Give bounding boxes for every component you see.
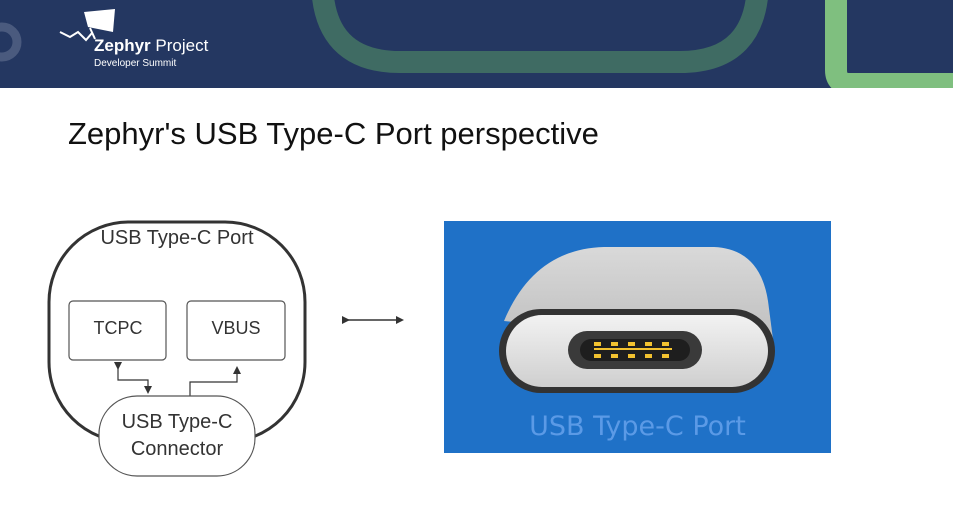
tcpc-connector-arrow — [114, 362, 152, 394]
brand-name-suffix: Project — [150, 36, 209, 55]
port-label: USB Type-C Port — [100, 227, 253, 249]
decor-teal-arc — [312, 0, 768, 73]
vbus-connector-arrow — [189, 366, 241, 398]
decor-green-arc — [825, 0, 953, 88]
tcpc-box — [68, 300, 167, 361]
connector-label-line1: USB Type-C — [122, 411, 233, 433]
vbus-label: VBUS — [211, 318, 260, 338]
connector-label-line2: Connector — [131, 438, 224, 460]
slide-title: Zephyr's USB Type-C Port perspective — [68, 116, 599, 151]
connector-box — [98, 395, 256, 477]
block-diagram: USB Type-C Port TCPC VBUS USB Type-C Con… — [47, 220, 404, 477]
photo-caption: USB Type-C Port — [529, 411, 746, 442]
header-decoration — [0, 0, 953, 88]
decor-ring-left — [0, 22, 22, 62]
zephyr-logo-icon — [59, 9, 115, 42]
brand-name: Zephyr Project — [94, 36, 208, 56]
vbus-box — [186, 300, 286, 361]
usb-c-port-image: USB Type-C Port — [444, 221, 831, 453]
brand-name-bold: Zephyr — [94, 36, 151, 55]
header-banner: Zephyr Project Developer Summit — [0, 0, 953, 88]
brand-subtitle: Developer Summit — [94, 58, 177, 69]
tcpc-label: TCPC — [94, 318, 143, 338]
port-pins — [594, 342, 672, 358]
usb-c-illustration — [499, 247, 775, 393]
